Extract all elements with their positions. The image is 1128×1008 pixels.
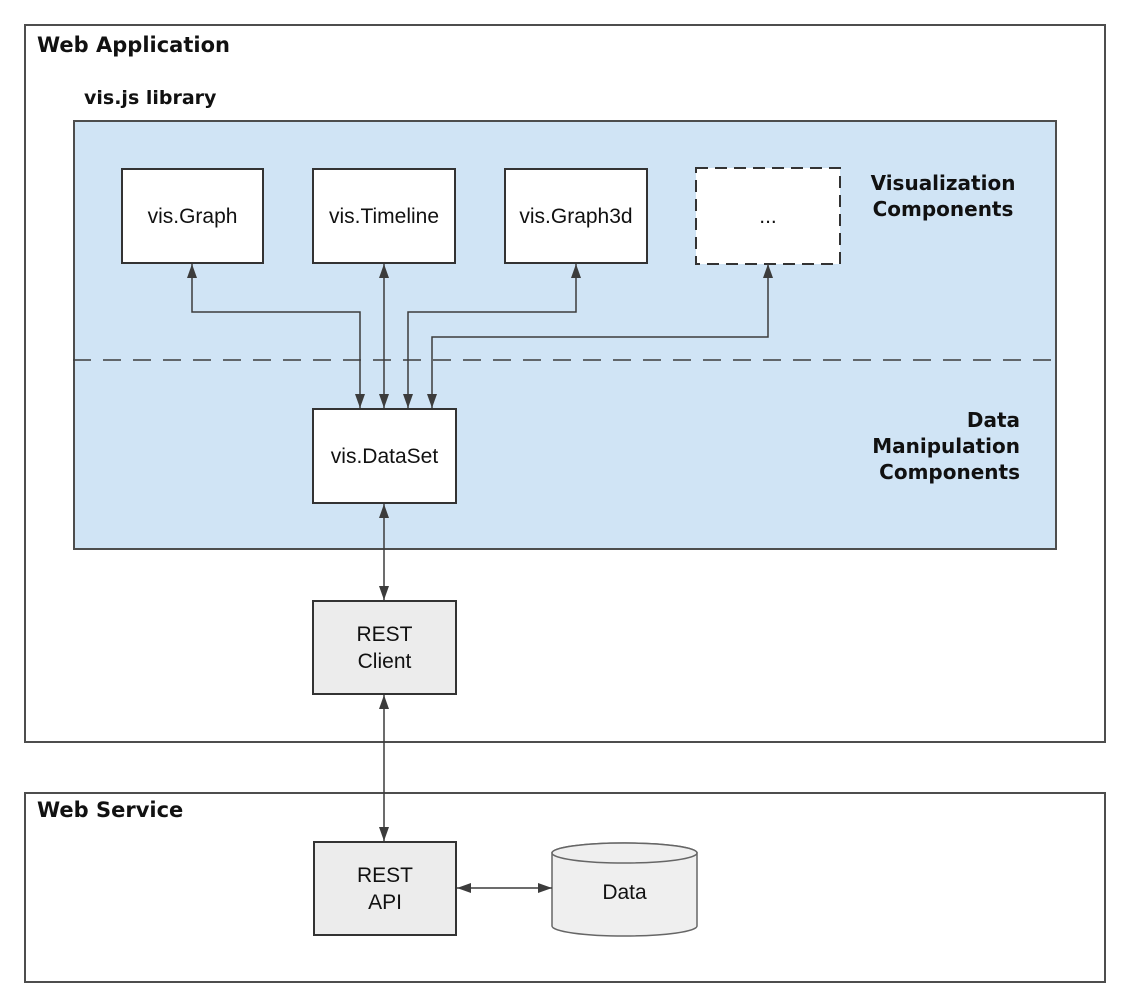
rest-client-label-line2: Client xyxy=(357,649,412,673)
node-rest-client: REST Client xyxy=(312,600,457,695)
web-application-title: Web Application xyxy=(37,33,230,57)
rest-api-label-line2: API xyxy=(368,890,402,914)
node-rest-api: REST API xyxy=(313,841,457,936)
node-vis-dataset: vis.DataSet xyxy=(312,408,457,504)
node-vis-dataset-label: vis.DataSet xyxy=(330,444,439,468)
rest-client-label-line1: REST xyxy=(356,622,413,646)
visjs-library-title: vis.js library xyxy=(84,87,217,109)
node-vis-timeline-label: vis.Timeline xyxy=(328,204,440,228)
node-vis-graph3d: vis.Graph3d xyxy=(504,168,648,264)
node-more-components-label: ... xyxy=(759,204,777,228)
node-vis-graph-label: vis.Graph xyxy=(147,204,238,228)
visualization-components-label-line2: Components xyxy=(872,197,1014,221)
data-manipulation-label-line3: Components xyxy=(879,460,1020,484)
data-store-label: Data xyxy=(602,881,647,904)
data-manipulation-label-line1: Data xyxy=(966,408,1020,432)
web-service-title: Web Service xyxy=(37,798,184,822)
visualization-components-label: Visualization Components xyxy=(843,170,1043,222)
data-manipulation-components-label: Data Manipulation Components xyxy=(820,407,1020,485)
node-vis-graph: vis.Graph xyxy=(121,168,264,264)
rest-api-label-line1: REST xyxy=(356,863,413,887)
data-manipulation-label-line2: Manipulation xyxy=(872,434,1020,458)
visualization-components-label-line1: Visualization xyxy=(870,171,1016,195)
node-more-components: ... xyxy=(696,168,840,264)
node-vis-timeline: vis.Timeline xyxy=(312,168,456,264)
node-vis-graph3d-label: vis.Graph3d xyxy=(519,204,633,228)
